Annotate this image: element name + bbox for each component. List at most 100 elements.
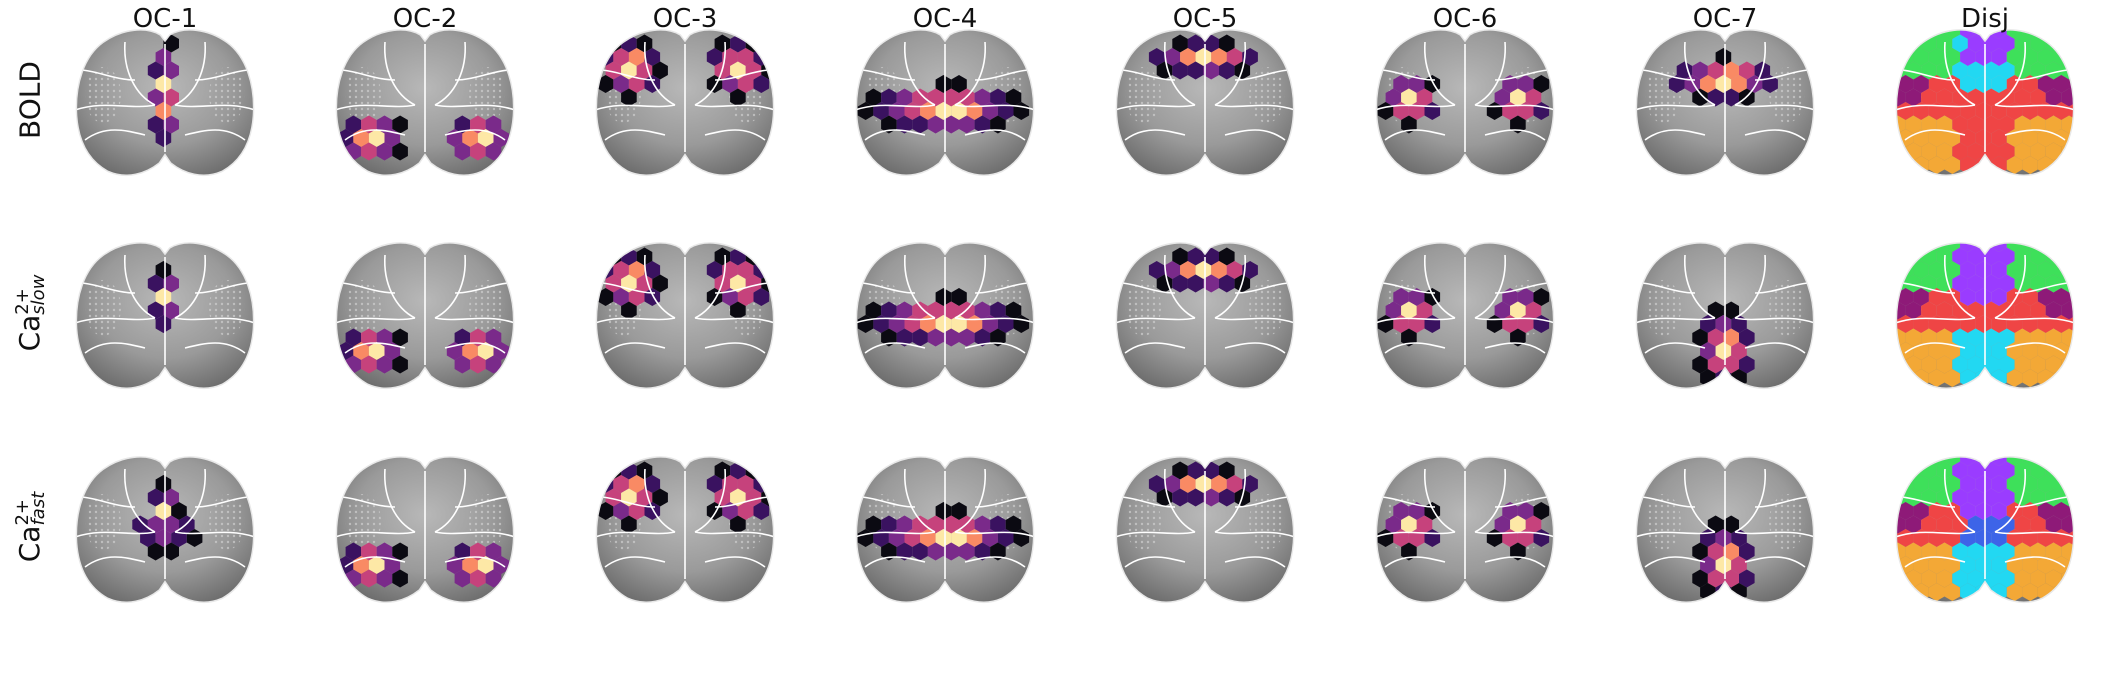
hex-overlay [1148, 247, 1258, 293]
hex-cell [951, 502, 967, 520]
hex-cell [1172, 247, 1188, 266]
brain-map-r1-c2 [334, 29, 516, 176]
hex-cell [865, 88, 882, 107]
hex-cell [485, 542, 502, 561]
hex-cell [1739, 355, 1755, 374]
hex-cell [361, 355, 377, 374]
area-boundary [1744, 129, 1806, 141]
brain-outline [1375, 242, 1555, 389]
hex-cell [628, 502, 645, 520]
hex-cell [1739, 328, 1755, 347]
hex-cell [1936, 142, 1953, 161]
hex-cell [454, 115, 471, 134]
hex-cell [990, 301, 1006, 320]
hex-cell [1156, 488, 1173, 507]
hex-cell [2006, 261, 2023, 279]
hex-cell [1172, 61, 1188, 80]
hex-cell [1983, 542, 1999, 561]
hex-cell [2045, 569, 2062, 588]
brain-outline [335, 29, 515, 176]
area-boundary [454, 496, 511, 508]
dotted-region-left [345, 67, 381, 123]
hex-cell [943, 115, 959, 134]
hex-cell [2077, 248, 2093, 266]
hex-cell [1952, 88, 1968, 107]
hex-cell [1967, 274, 1984, 293]
area-boundary [864, 342, 926, 354]
brain-map-r3-c5 [1114, 456, 1296, 603]
area-boundary [964, 556, 1026, 568]
hex-cell [1692, 328, 1708, 347]
hex-cell [974, 542, 991, 561]
hex-cell [1211, 48, 1227, 66]
hex-cell [1723, 88, 1739, 107]
hex-cell [951, 288, 967, 306]
hex-cell [881, 301, 897, 320]
hex-cell [730, 515, 746, 534]
hex-cell [1219, 461, 1235, 480]
hex-cell [376, 569, 393, 588]
hex-cell [644, 475, 661, 493]
hex-cell [613, 502, 629, 520]
hex-cell [652, 61, 668, 80]
hex-cell [1952, 274, 1968, 293]
hex-cell [1723, 61, 1739, 80]
area-boundary [1374, 104, 1456, 111]
hex-cell [1928, 502, 1945, 520]
area-boundary [79, 69, 136, 81]
hex-cell [628, 48, 645, 66]
hex-cell [1494, 301, 1511, 320]
hex-cell [1226, 261, 1243, 279]
hex-cell [628, 475, 645, 493]
hex-cell [2014, 247, 2031, 266]
hex-cell [2022, 475, 2038, 493]
hex-cell [2022, 583, 2038, 601]
hex-cell [1967, 461, 1984, 480]
hex-cell [935, 102, 952, 120]
hex-cell [912, 301, 928, 320]
hex-cell [1991, 48, 2007, 66]
area-boundary [1904, 342, 1966, 354]
hex-cell [2053, 502, 2070, 520]
hex-cell [621, 515, 637, 534]
hex-cell [2006, 475, 2023, 493]
hex-cell [1517, 315, 1534, 333]
hex-cell [1936, 355, 1953, 374]
hex-cell [155, 129, 172, 147]
hex-cell [1195, 475, 1212, 493]
area-boundary [1474, 104, 1556, 111]
area-boundary [1744, 556, 1806, 568]
hex-cell [1731, 75, 1747, 93]
brain-outline [1375, 456, 1555, 603]
hex-cell [1510, 301, 1526, 320]
area-boundary [194, 282, 251, 294]
hex-cell [644, 261, 661, 279]
hex-cell [1723, 328, 1739, 347]
dotted-region-right [469, 280, 505, 336]
hex-cell [1723, 301, 1739, 320]
hex-cell [1952, 142, 1968, 161]
brain-outline [595, 456, 775, 603]
hex-cell [1975, 502, 1992, 520]
hex-cell [896, 542, 913, 561]
hex-cell [1967, 569, 1984, 588]
area-boundary [2004, 556, 2066, 568]
hex-cell [1896, 529, 1898, 547]
hex-cell [1936, 515, 1953, 534]
hex-cell [2077, 62, 2093, 80]
hex-cell [1928, 261, 1945, 279]
brain-outline [1115, 242, 1295, 389]
hex-cell [1896, 88, 1906, 107]
hex-cell [1921, 569, 1937, 588]
brain-outline [1375, 29, 1555, 176]
hex-cell [722, 48, 738, 66]
hex-cell [1393, 315, 1409, 333]
hex-cell [644, 48, 661, 66]
hex-cell [1905, 328, 1922, 347]
hex-cell [1975, 529, 1992, 547]
dotted-region-left [1125, 67, 1161, 123]
hex-cell [730, 301, 746, 320]
hex-cell [943, 328, 959, 347]
hex-cell [1723, 515, 1739, 534]
